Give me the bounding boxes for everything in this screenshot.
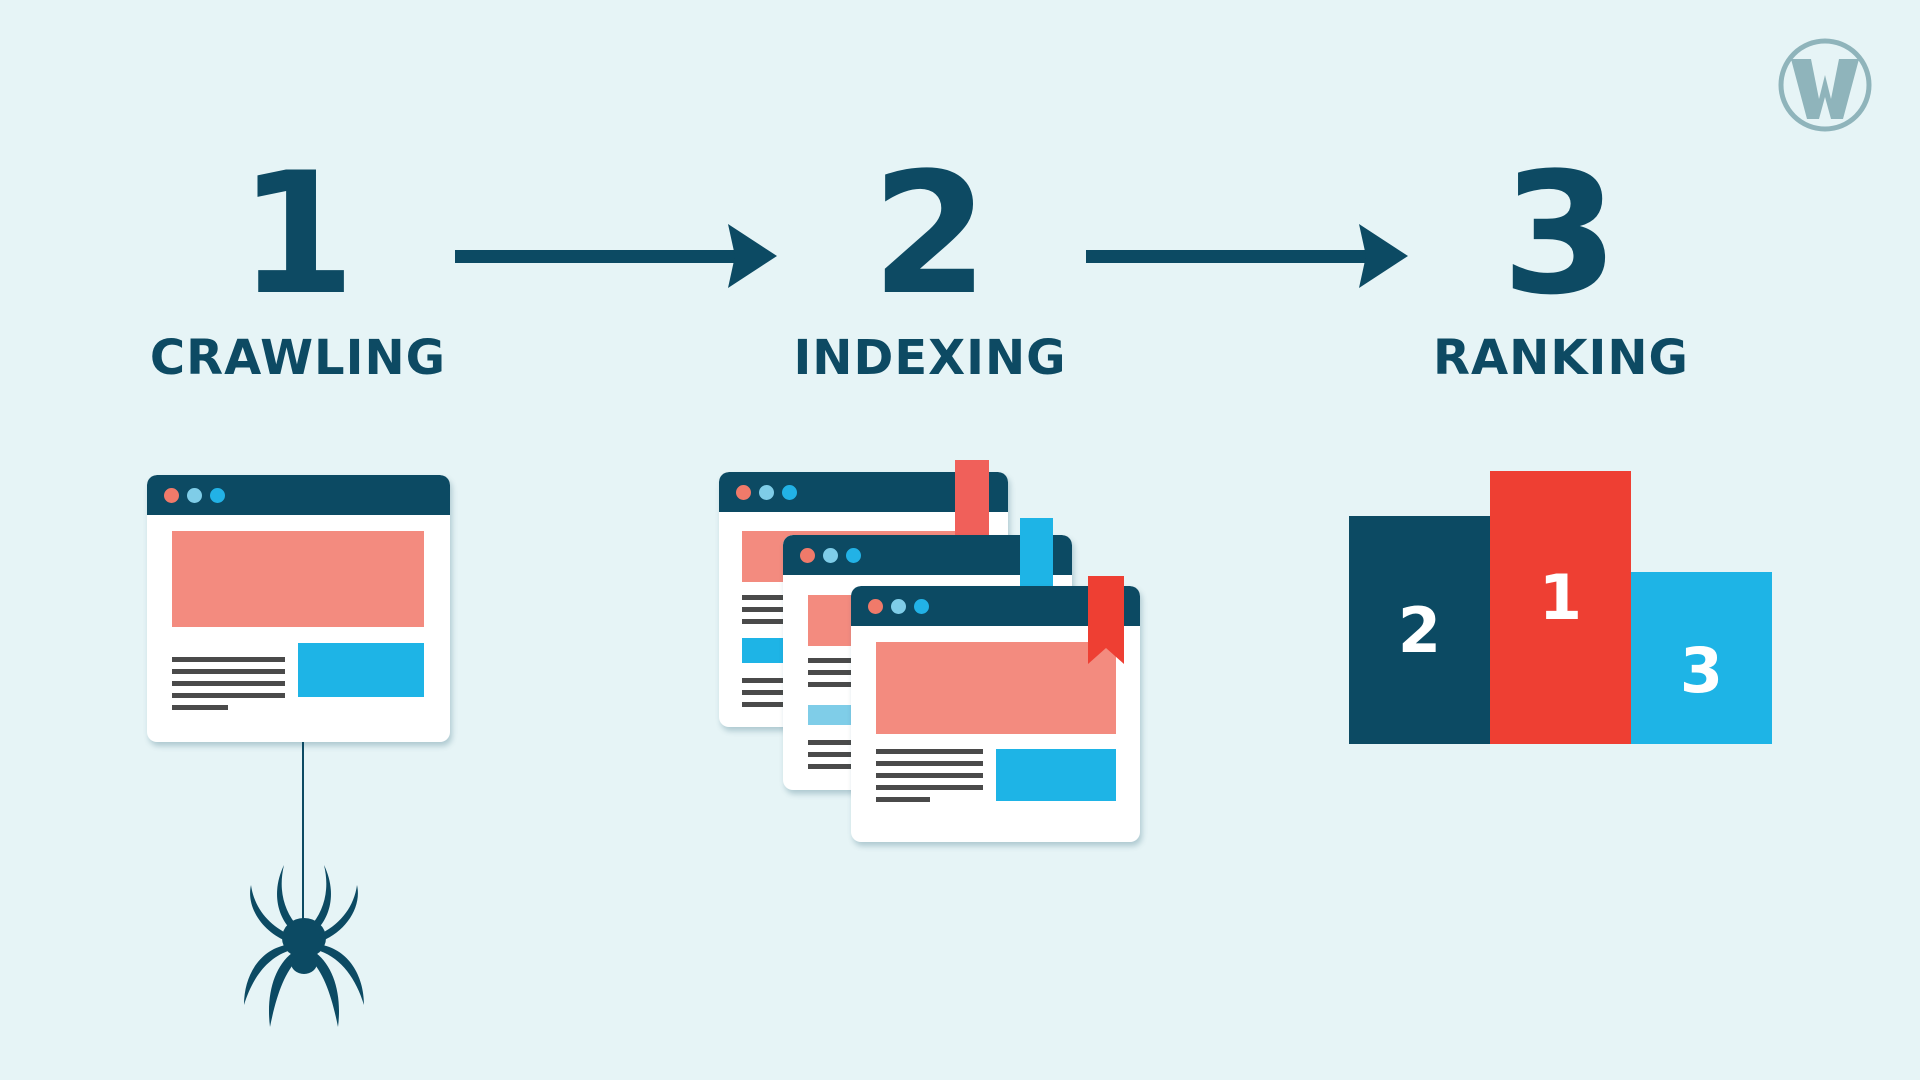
arrow-right-icon [1086, 224, 1408, 288]
window-dot [759, 485, 774, 500]
step-2-number: 2 [871, 136, 989, 332]
text-line [808, 682, 868, 687]
hero-block [876, 642, 1116, 734]
text-line [876, 761, 983, 766]
window-dot [914, 599, 929, 614]
browser-window-icon [147, 475, 450, 742]
arrow-right-icon [455, 224, 777, 288]
image-block [298, 643, 424, 697]
step-3-label: RANKING [1433, 330, 1689, 386]
text-line [742, 690, 802, 695]
text-line [172, 669, 285, 674]
text-line [172, 693, 285, 698]
text-line [172, 657, 285, 662]
window-dot [823, 548, 838, 563]
podium-third-label: 3 [1679, 633, 1724, 707]
text-line [742, 607, 802, 612]
text-line [876, 797, 930, 802]
step-1-number: 1 [238, 136, 356, 332]
hero-block [172, 531, 424, 627]
window-dot [210, 488, 225, 503]
text-line [172, 705, 228, 710]
logo-icon [1778, 38, 1872, 132]
text-line [876, 785, 983, 790]
spider-icon [244, 865, 364, 1027]
step-2-label: INDEXING [793, 330, 1067, 386]
podium-third: 3 [1631, 572, 1772, 744]
text-line [742, 595, 802, 600]
text-line [808, 740, 868, 745]
text-line [876, 773, 983, 778]
text-line [808, 752, 868, 757]
podium-second-label: 2 [1397, 593, 1442, 667]
window-dot [846, 548, 861, 563]
image-block [996, 749, 1116, 801]
text-line [742, 619, 802, 624]
window-dot [164, 488, 179, 503]
bookmark-icon [1020, 518, 1053, 588]
step-1-label: CRAWLING [149, 330, 447, 386]
window-dot [868, 599, 883, 614]
window-dot [736, 485, 751, 500]
text-line [172, 681, 285, 686]
window-dot [782, 485, 797, 500]
window-dot [800, 548, 815, 563]
text-line [876, 749, 983, 754]
podium-second: 2 [1349, 516, 1490, 744]
text-line [742, 678, 802, 683]
window-dot [187, 488, 202, 503]
text-line [808, 764, 868, 769]
bookmark-icon [955, 460, 989, 538]
bookmark-icon [1088, 576, 1124, 664]
logo [1777, 37, 1873, 133]
spider-thread [302, 742, 304, 922]
podium-first: 1 [1490, 471, 1631, 744]
podium-first-label: 1 [1538, 561, 1583, 634]
text-line [742, 702, 802, 707]
window-dot [891, 599, 906, 614]
step-3-number: 3 [1501, 136, 1619, 332]
text-line [808, 658, 868, 663]
text-line [808, 670, 868, 675]
